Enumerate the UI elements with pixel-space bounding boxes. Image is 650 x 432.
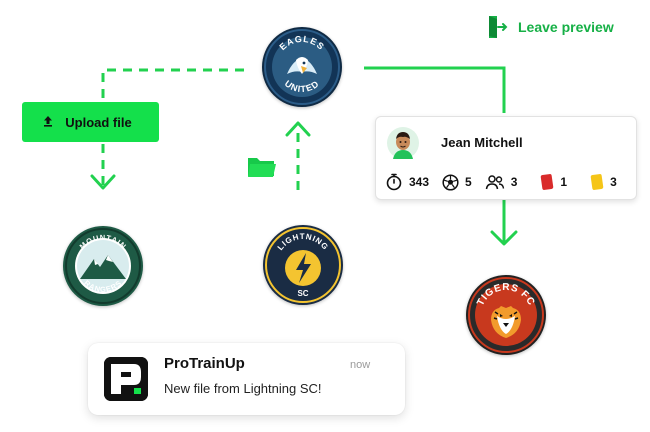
mountain-rangers-badge[interactable]: MOUNTAIN RANGERS — [63, 226, 143, 306]
soccer-ball-icon — [442, 173, 459, 191]
stat-goals: 5 — [442, 173, 472, 191]
red-cards-value: 1 — [560, 175, 568, 189]
svg-text:SC: SC — [297, 289, 308, 298]
yellow-cards-value: 3 — [610, 175, 617, 189]
folder-icon — [247, 155, 277, 184]
leave-preview-button[interactable]: Leave preview — [486, 13, 614, 41]
notification-time: now — [350, 359, 371, 371]
mountain-icon: MOUNTAIN RANGERS — [65, 228, 141, 304]
upload-file-button[interactable]: Upload file — [22, 102, 159, 142]
stat-red-cards: 1 — [540, 173, 567, 191]
upload-arrow-icon — [43, 115, 53, 130]
eagles-united-badge[interactable]: EAGLES UNITED — [262, 27, 342, 107]
stat-assists: 3 — [485, 174, 518, 190]
stat-minutes: 343 — [385, 173, 429, 191]
player-avatar — [387, 127, 419, 159]
notification-toast[interactable]: ProTrainUp now New file from Lightning S… — [88, 343, 405, 415]
goals-value: 5 — [465, 175, 472, 189]
player-card[interactable]: Jean Mitchell 343 5 — [375, 116, 637, 200]
player-name: Jean Mitchell — [441, 135, 523, 150]
lightning-sc-badge[interactable]: LIGHTNING SC — [263, 225, 343, 305]
svg-text:UNITED: UNITED — [283, 78, 321, 94]
exit-door-icon — [486, 14, 508, 40]
red-card-icon — [540, 173, 554, 191]
notification-message: New file from Lightning SC! — [164, 381, 322, 396]
notification-app-name: ProTrainUp — [164, 355, 245, 372]
tiger-icon: TIGERS FC — [468, 277, 544, 353]
eagle-icon: EAGLES UNITED — [264, 29, 340, 105]
protrainup-logo-icon — [104, 357, 148, 401]
assists-value: 3 — [510, 175, 518, 189]
lightning-bolt-icon: LIGHTNING SC — [265, 227, 341, 303]
tigers-fc-badge[interactable]: TIGERS FC — [466, 275, 546, 355]
stopwatch-icon — [385, 173, 403, 191]
stat-yellow-cards: 3 — [590, 173, 617, 191]
yellow-card-icon — [590, 173, 604, 191]
player-stats: 343 5 3 — [385, 173, 630, 191]
minutes-value: 343 — [409, 175, 430, 189]
upload-file-label: Upload file — [65, 114, 132, 130]
users-icon — [485, 174, 505, 190]
leave-preview-label: Leave preview — [518, 19, 614, 35]
